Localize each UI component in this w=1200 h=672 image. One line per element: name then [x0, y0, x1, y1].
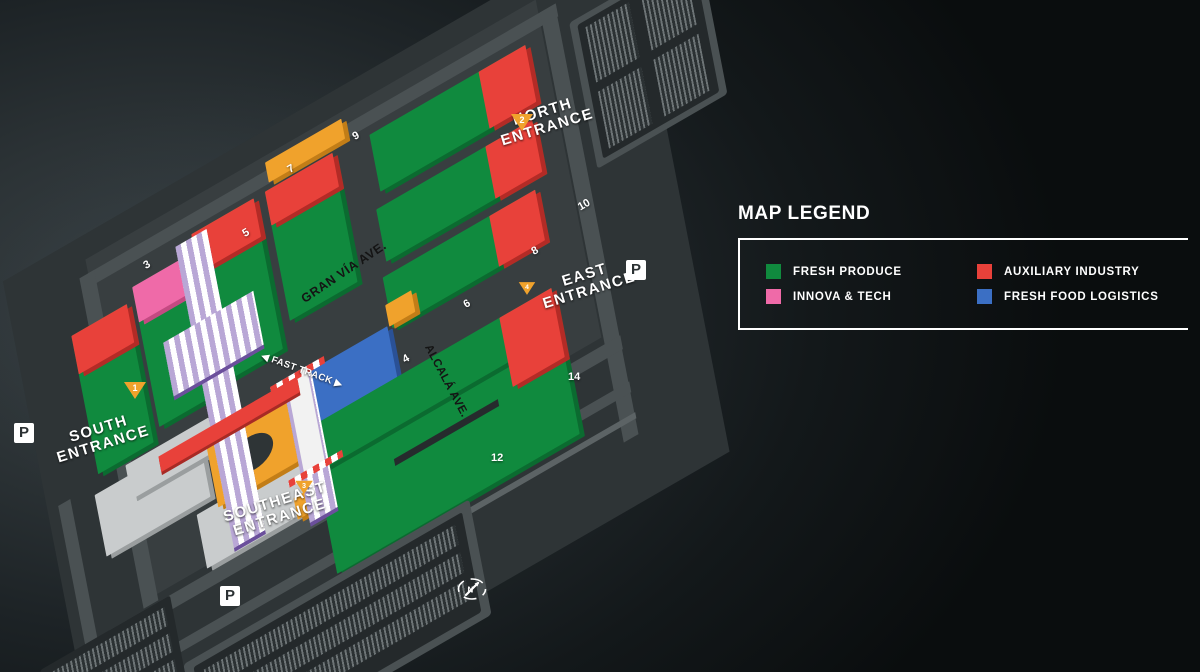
entrance-marker-3-number: 3: [301, 481, 306, 490]
entrance-marker-1-number: 1: [132, 383, 138, 393]
isometric-site-map: [2, 0, 730, 672]
parking-badge-east[interactable]: P: [626, 260, 646, 280]
legend-label-fresh-produce: FRESH PRODUCE: [793, 265, 902, 278]
entrance-marker-4[interactable]: 4: [518, 282, 536, 295]
entrance-marker-4-number: 4: [525, 282, 529, 291]
entrance-marker-2[interactable]: 2: [511, 114, 533, 131]
svg-text:N: N: [468, 586, 474, 595]
entrance-marker-2-number: 2: [519, 115, 525, 125]
parking-badge-south[interactable]: P: [220, 586, 240, 606]
parking-badge-southwest[interactable]: P: [14, 423, 34, 443]
legend-swatch-fresh-food-logistics: [977, 289, 992, 304]
pavilion-label-14: 14: [568, 371, 581, 383]
legend-box: FRESH PRODUCE AUXILIARY INDUSTRY INNOVA …: [738, 238, 1188, 330]
legend-item-innova-tech[interactable]: INNOVA & TECH: [766, 289, 977, 304]
entrance-marker-3[interactable]: 3: [295, 480, 313, 495]
legend-label-auxiliary-industry: AUXILIARY INDUSTRY: [1004, 265, 1140, 278]
legend-swatch-auxiliary-industry: [977, 264, 992, 279]
legend-swatch-innova-tech: [766, 289, 781, 304]
legend-label-innova-tech: INNOVA & TECH: [793, 290, 892, 303]
pavilion-label-12: 12: [491, 452, 504, 464]
legend-item-auxiliary-industry[interactable]: AUXILIARY INDUSTRY: [977, 264, 1188, 279]
legend-title: MAP LEGEND: [738, 203, 871, 224]
entrance-marker-1[interactable]: 1: [124, 382, 146, 399]
legend-swatch-fresh-produce: [766, 264, 781, 279]
iso-plane: [2, 0, 730, 672]
compass-rose: N: [455, 572, 489, 606]
legend-label-fresh-food-logistics: FRESH FOOD LOGISTICS: [1004, 290, 1159, 303]
legend-item-fresh-food-logistics[interactable]: FRESH FOOD LOGISTICS: [977, 289, 1188, 304]
map-legend: MAP LEGEND FRESH PRODUCE AUXILIARY INDUS…: [738, 203, 1188, 330]
compass-icon: N: [457, 578, 487, 600]
legend-item-fresh-produce[interactable]: FRESH PRODUCE: [766, 264, 977, 279]
